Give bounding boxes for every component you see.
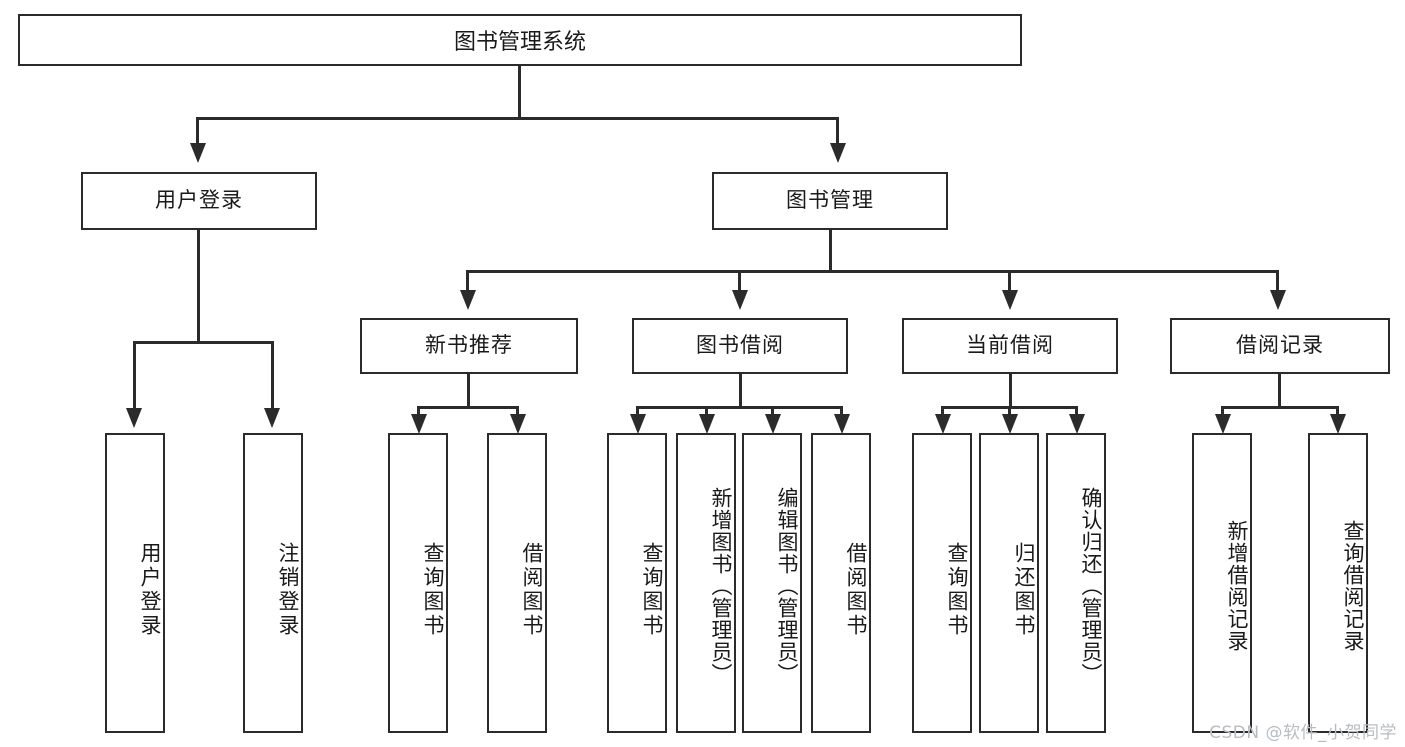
connector-root-bar — [196, 117, 839, 120]
node-label: 查询图书 — [945, 542, 969, 638]
node-label: 图书借阅 — [696, 333, 784, 358]
node-label: 新书推荐 — [425, 333, 513, 358]
connector-login-stem — [197, 230, 200, 344]
arrow-newbooks-to-borrow — [510, 414, 526, 434]
connector-records-drop-2 — [1336, 406, 1339, 418]
connector-root-to-login — [196, 117, 199, 146]
node-label: 编辑图书（管理员） — [775, 487, 799, 685]
arrow-bookmgmt-to-current — [1002, 290, 1018, 310]
connector-bookborrow-stem — [739, 374, 742, 409]
node-label: 借阅图书 — [520, 542, 544, 638]
connector-login-bar — [133, 341, 274, 344]
connector-bookmgmt-drop-4 — [1276, 270, 1279, 292]
node-label: 图书管理系统 — [453, 30, 586, 55]
connector-bookborrow-drop-1 — [636, 406, 639, 418]
connector-login-drop-1 — [133, 341, 136, 410]
leaf-currentborrow-confirm-return-admin[interactable]: 确认归还（管理员） — [1046, 433, 1106, 733]
connector-bookborrow-drop-3 — [771, 406, 774, 418]
leaf-bookborrow-edit-book-admin[interactable]: 编辑图书（管理员） — [742, 433, 802, 733]
arrow-bookborrow-to-add — [699, 414, 715, 434]
connector-records-stem — [1278, 374, 1281, 409]
arrow-login-to-user-login — [126, 408, 142, 428]
arrow-records-to-add — [1215, 414, 1231, 434]
node-label: 新增借阅记录 — [1225, 520, 1249, 652]
arrow-bookmgmt-to-borrow — [732, 290, 748, 310]
arrow-currentborrow-to-confirm — [1069, 414, 1085, 434]
connector-newbooks-bar — [417, 406, 519, 409]
connector-bookmgmt-stem — [829, 230, 832, 273]
node-label: 用户登录 — [138, 542, 162, 638]
connector-currentborrow-drop-2 — [1008, 406, 1011, 418]
node-borrow-records[interactable]: 借阅记录 — [1170, 318, 1390, 374]
connector-root-to-bookmgmt — [836, 117, 839, 146]
arrow-bookmgmt-to-newbooks — [460, 290, 476, 310]
connector-currentborrow-drop-3 — [1075, 406, 1078, 418]
connector-records-bar — [1221, 406, 1339, 409]
node-label: 借阅图书 — [844, 542, 868, 638]
connector-bookmgmt-drop-3 — [1008, 270, 1011, 292]
leaf-records-query-record[interactable]: 查询借阅记录 — [1308, 433, 1368, 733]
arrow-bookmgmt-to-records — [1270, 290, 1286, 310]
node-label: 图书管理 — [786, 188, 874, 213]
connector-currentborrow-stem — [1009, 374, 1012, 409]
leaf-user-logout[interactable]: 注销登录 — [243, 433, 303, 733]
connector-newbooks-drop-1 — [417, 406, 420, 418]
node-label: 新增图书（管理员） — [709, 487, 733, 685]
node-label: 查询图书 — [421, 542, 445, 638]
leaf-currentborrow-return-book[interactable]: 归还图书 — [979, 433, 1039, 733]
connector-bookmgmt-bar — [466, 270, 1278, 273]
arrow-bookborrow-to-lend — [834, 414, 850, 434]
arrow-records-to-query — [1330, 414, 1346, 434]
leaf-bookborrow-lend-book[interactable]: 借阅图书 — [811, 433, 871, 733]
node-new-book-recommend[interactable]: 新书推荐 — [360, 318, 578, 374]
leaf-newbooks-borrow-book[interactable]: 借阅图书 — [487, 433, 547, 733]
connector-bookmgmt-drop-2 — [738, 270, 741, 292]
node-book-management[interactable]: 图书管理 — [712, 172, 948, 230]
connector-currentborrow-drop-1 — [941, 406, 944, 418]
node-book-borrow[interactable]: 图书借阅 — [632, 318, 848, 374]
connector-newbooks-stem — [467, 374, 470, 409]
node-label: 借阅记录 — [1236, 333, 1324, 358]
connector-bookmgmt-drop-1 — [466, 270, 469, 292]
arrow-root-to-login — [190, 143, 206, 163]
leaf-bookborrow-add-book-admin[interactable]: 新增图书（管理员） — [676, 433, 736, 733]
connector-bookborrow-drop-4 — [840, 406, 843, 418]
leaf-user-login[interactable]: 用户登录 — [105, 433, 165, 733]
node-label: 查询图书 — [640, 542, 664, 638]
arrow-currentborrow-to-query — [935, 414, 951, 434]
node-label: 当前借阅 — [966, 333, 1054, 358]
connector-bookborrow-bar — [636, 406, 843, 409]
node-root-system[interactable]: 图书管理系统 — [18, 14, 1022, 66]
connector-root-stem — [518, 66, 521, 119]
arrow-newbooks-to-query — [411, 414, 427, 434]
arrow-root-to-bookmgmt — [830, 143, 846, 163]
node-label: 用户登录 — [155, 188, 243, 213]
arrow-bookborrow-to-query — [630, 414, 646, 434]
node-user-login[interactable]: 用户登录 — [81, 172, 317, 230]
arrow-bookborrow-to-edit — [765, 414, 781, 434]
leaf-currentborrow-query-book[interactable]: 查询图书 — [912, 433, 972, 733]
connector-bookborrow-drop-2 — [705, 406, 708, 418]
arrow-login-to-logout — [264, 408, 280, 428]
arrow-currentborrow-to-return — [1002, 414, 1018, 434]
node-label: 归还图书 — [1012, 542, 1036, 638]
node-label: 查询借阅记录 — [1341, 520, 1365, 652]
node-label: 注销登录 — [276, 542, 300, 638]
leaf-newbooks-query-book[interactable]: 查询图书 — [388, 433, 448, 733]
connector-login-drop-2 — [271, 341, 274, 410]
node-label: 确认归还（管理员） — [1079, 487, 1103, 685]
leaf-bookborrow-query-book[interactable]: 查询图书 — [607, 433, 667, 733]
node-current-borrow[interactable]: 当前借阅 — [902, 318, 1118, 374]
connector-newbooks-drop-2 — [516, 406, 519, 418]
connector-records-drop-1 — [1221, 406, 1224, 418]
leaf-records-add-record[interactable]: 新增借阅记录 — [1192, 433, 1252, 733]
